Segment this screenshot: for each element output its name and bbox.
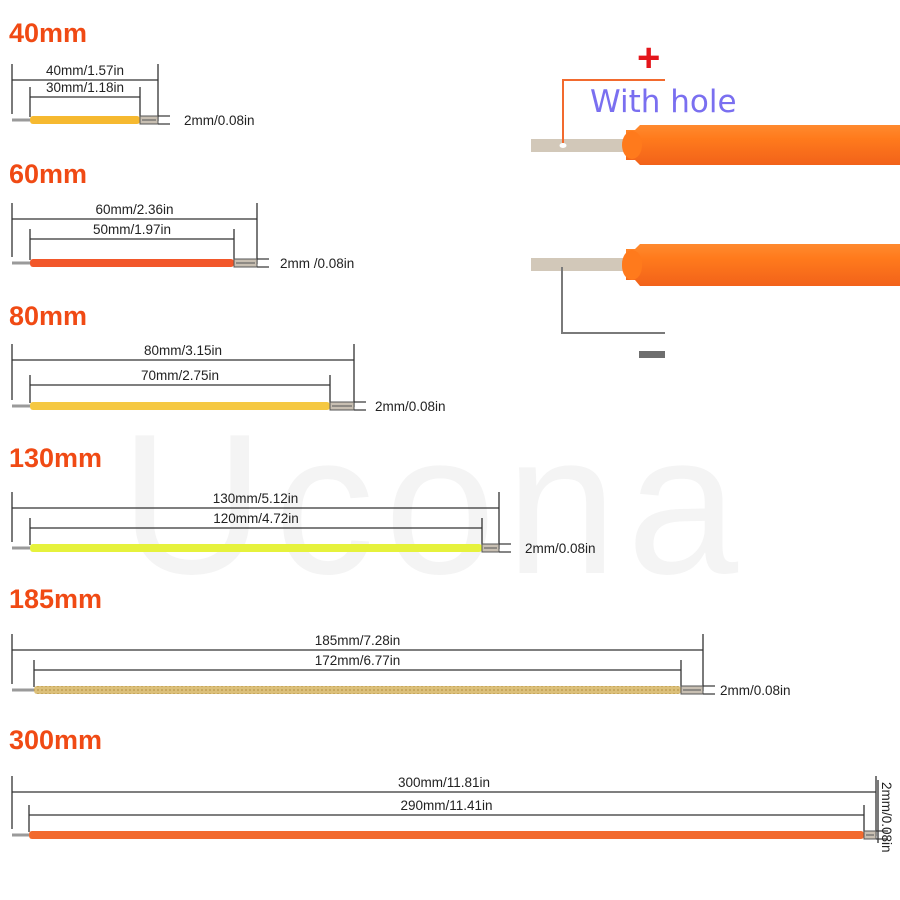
total-length-label: 300mm/11.81in [398, 775, 490, 790]
left-wire-tip [12, 833, 29, 837]
title-130mm: 130mm [9, 443, 103, 473]
watermark: Ucona [120, 393, 749, 616]
strip-body [34, 686, 681, 694]
inner-length-label: 30mm/1.18in [46, 80, 124, 95]
title-80mm: 80mm [9, 301, 88, 331]
total-length-label: 40mm/1.57in [46, 63, 124, 78]
strip-body [30, 402, 330, 410]
negative-strip-illustration [531, 244, 900, 334]
total-length-label: 80mm/3.15in [144, 343, 222, 358]
with-hole-label: With hole [590, 84, 737, 120]
plus-icon: + [637, 36, 661, 80]
negative-strip-body [626, 244, 900, 286]
strip-body [30, 116, 140, 124]
positive-leader-line [562, 79, 665, 143]
title-185mm: 185mm [9, 584, 103, 614]
minus-icon [639, 351, 665, 358]
total-length-label: 185mm/7.28in [315, 633, 401, 648]
total-length-label: 130mm/5.12in [213, 491, 299, 506]
negative-leader-line [561, 267, 665, 334]
title-300mm: 300mm [9, 725, 103, 755]
terminal-width-label: 2mm/0.08in [375, 399, 446, 414]
left-wire-tip [12, 118, 30, 122]
positive-terminal-tab [531, 139, 631, 152]
inner-length-label: 70mm/2.75in [141, 368, 219, 383]
positive-strip-illustration [531, 79, 900, 165]
left-wire-tip [12, 688, 34, 692]
positive-strip-body [626, 125, 900, 165]
left-wire-tip [12, 404, 30, 408]
inner-length-label: 120mm/4.72in [213, 511, 299, 526]
terminal-width-label: 2mm /0.08in [280, 256, 354, 271]
inner-length-label: 50mm/1.97in [93, 222, 171, 237]
total-length-label: 60mm/2.36in [95, 202, 173, 217]
terminal-width-label: 2mm/0.08in [184, 113, 255, 128]
strip-body [30, 259, 234, 267]
left-wire-tip [12, 546, 30, 550]
terminal-width-label: 2mm/0.08in [720, 683, 791, 698]
inner-length-label: 172mm/6.77in [315, 653, 401, 668]
terminal-width-label: 2mm/0.08in [525, 541, 596, 556]
left-wire-tip [12, 261, 30, 265]
title-40mm: 40mm [9, 18, 88, 48]
strip-body [29, 831, 864, 839]
title-60mm: 60mm [9, 159, 88, 189]
terminal-width-label: 2mm/0.08in [879, 782, 894, 853]
negative-terminal-tab [531, 258, 631, 271]
inner-length-label: 290mm/11.41in [400, 798, 492, 813]
strip-body [30, 544, 482, 552]
terminal-hole [559, 143, 567, 148]
